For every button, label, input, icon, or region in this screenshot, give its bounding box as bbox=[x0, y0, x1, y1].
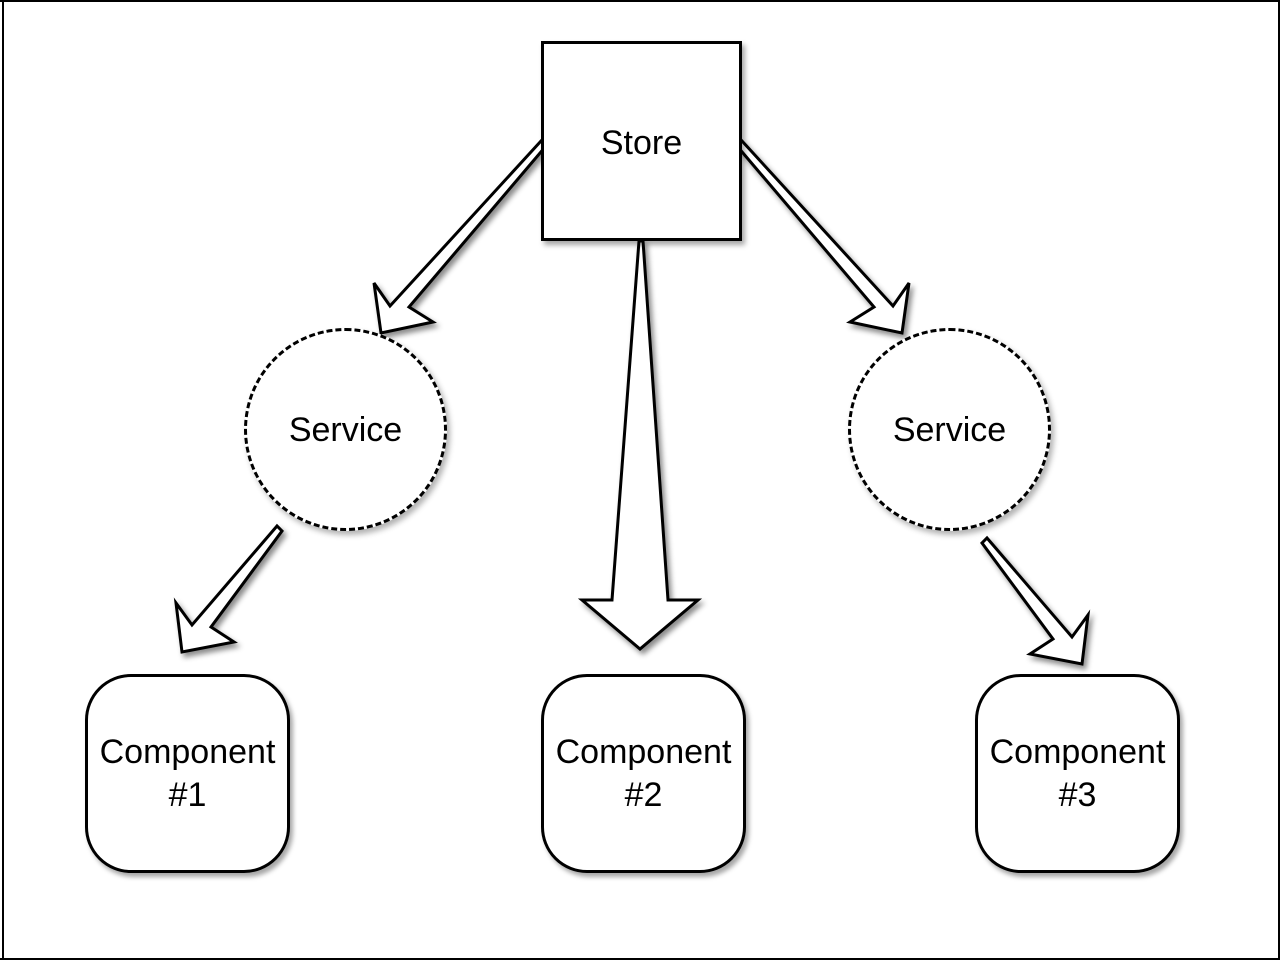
node-component-3-label: Component #3 bbox=[990, 731, 1166, 817]
node-service-left[interactable]: Service bbox=[244, 328, 447, 531]
node-component-2[interactable]: Component #2 bbox=[541, 674, 746, 873]
edge-service-right-to-component-3 bbox=[980, 535, 1091, 666]
node-component-1-label: Component #1 bbox=[100, 731, 276, 817]
node-service-left-label: Service bbox=[288, 410, 403, 449]
node-service-right-label: Service bbox=[892, 410, 1007, 449]
node-component-3-label-line2: #3 bbox=[1058, 775, 1097, 814]
node-component-2-label-line1: Component bbox=[555, 732, 732, 771]
node-component-1-label-line2: #1 bbox=[168, 775, 207, 814]
edge-store-to-component-2 bbox=[577, 239, 703, 651]
canvas-frame-right bbox=[1278, 0, 1280, 960]
canvas-frame-left bbox=[2, 0, 4, 960]
node-store[interactable]: Store bbox=[541, 41, 742, 241]
node-component-3[interactable]: Component #3 bbox=[975, 674, 1180, 873]
edge-store-to-service-left bbox=[372, 138, 549, 335]
edge-store-to-service-right bbox=[734, 138, 911, 335]
node-service-right[interactable]: Service bbox=[848, 328, 1051, 531]
canvas-frame-top bbox=[0, 0, 1280, 2]
edge-service-left-to-component-1 bbox=[173, 523, 284, 654]
node-component-3-label-line1: Component bbox=[989, 732, 1166, 771]
node-component-2-label-line2: #2 bbox=[624, 775, 663, 814]
node-component-2-label: Component #2 bbox=[556, 731, 732, 817]
canvas-frame-bottom bbox=[0, 958, 1280, 960]
node-component-1[interactable]: Component #1 bbox=[85, 674, 290, 873]
node-component-1-label-line1: Component bbox=[99, 732, 276, 771]
node-store-label: Store bbox=[600, 124, 683, 162]
